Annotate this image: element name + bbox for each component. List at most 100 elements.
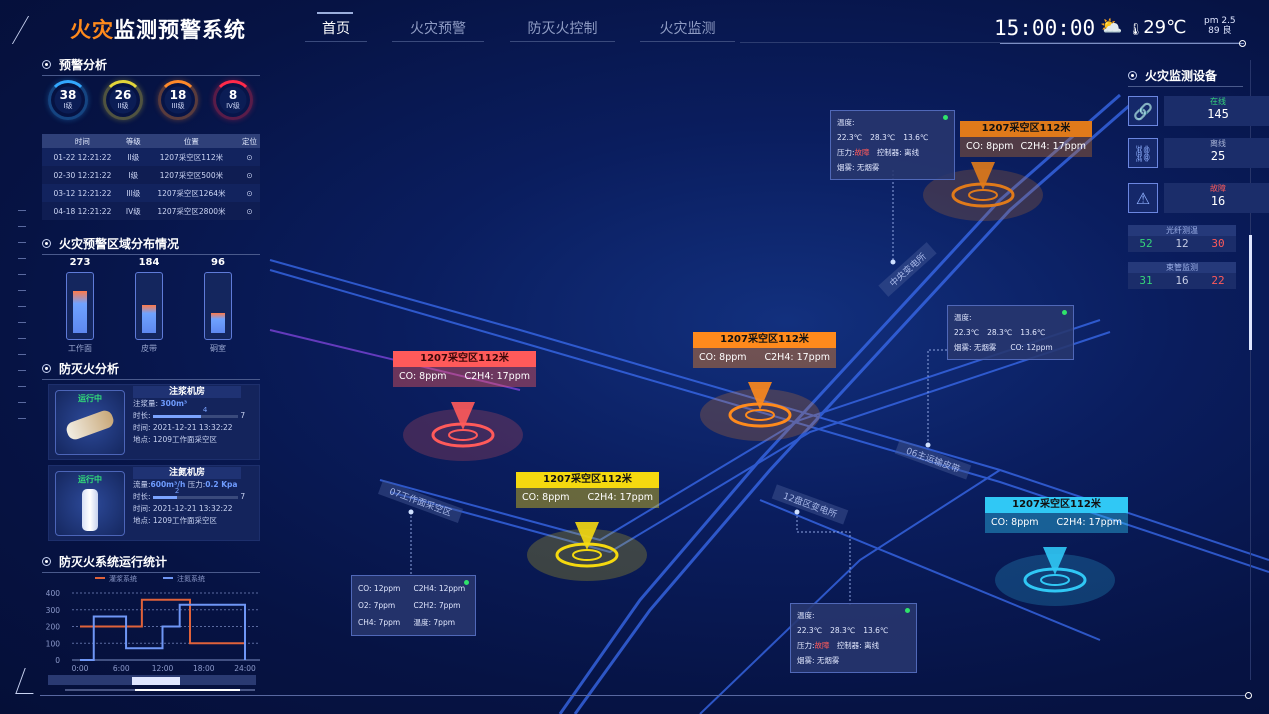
nitrogen-room-card[interactable]: 运行中 注氮机房 流量:600m³/h 压力:0.2 Kpa 时长: 2 7 时… [48, 465, 260, 541]
c2h4-value: C2H4: 12ppm [413, 584, 466, 593]
temp-value: 28.3℃ [870, 133, 896, 142]
online-indicator [943, 115, 948, 120]
temperature: 🌡29℃ [1128, 17, 1186, 38]
section-title: 火灾预警区域分布情况 [59, 237, 180, 251]
smoke-status: 烟雾: 无烟雾 [837, 163, 880, 172]
chart-zoom-handle[interactable] [132, 677, 180, 685]
gauge-value: 38 [59, 88, 77, 102]
online-indicator [464, 580, 469, 585]
locate-pin-icon[interactable]: ⊙ [239, 148, 260, 166]
co-value: CO: 12ppm [358, 584, 401, 593]
title-highlight: 火灾 [70, 18, 114, 42]
grouting-room-card[interactable]: 运行中 注浆机房 注浆量: 300m³ 时长: 4 7 时间: 2021-12-… [48, 384, 260, 460]
level-cell: I级 [122, 166, 144, 184]
label: 时长: [133, 411, 151, 420]
gauge-label: III级 [171, 102, 185, 110]
label: 注浆量: [133, 399, 159, 408]
bar-tube [135, 272, 163, 340]
branch-tunnel [379, 319, 1101, 542]
status-badge: 运行中 [78, 475, 102, 484]
tab-fire-control[interactable]: 防灭火控制 [510, 14, 615, 42]
legend-label: 注氮系统 [177, 574, 205, 583]
fire-location-pin-icon[interactable] [1043, 547, 1067, 575]
tab-home[interactable]: 首页 [305, 12, 367, 42]
locate-pin-icon[interactable]: ⊙ [239, 166, 260, 184]
place: 地点: 1209工作面采空区 [133, 516, 217, 525]
time-cell: 02-30 12:21:22 [42, 166, 123, 184]
level-cell: II级 [122, 148, 144, 166]
y-tick-label: 400 [46, 589, 61, 598]
fire-location-pin-icon[interactable] [748, 382, 772, 410]
main-tunnel [573, 103, 1131, 714]
y-tick-label: 300 [46, 606, 61, 615]
section-title: 防灭火分析 [59, 362, 120, 376]
co-value: CO: 8ppm [966, 141, 1014, 152]
device-value: 16 [1210, 194, 1226, 208]
online-indicator [1062, 310, 1067, 315]
device-label: 离线 [1210, 139, 1226, 148]
device-value: 25 [1210, 149, 1226, 163]
section-dot-icon [1128, 71, 1137, 80]
series-line-1 [80, 603, 246, 661]
bar-label: 硐室 [210, 344, 226, 353]
marker-halo [527, 529, 647, 581]
bar-fill [73, 291, 87, 333]
group-value: 52 [1139, 237, 1153, 250]
broken-link-icon: ⛓ [1128, 138, 1158, 168]
label: 时长: [133, 492, 151, 501]
time-cell: 03-12 12:21:22 [42, 184, 123, 202]
controller-status: 控制器: 离线 [836, 641, 880, 650]
duration-progress: 2 [152, 487, 238, 499]
tag-title: 1207采空区112米 [393, 351, 536, 367]
tab-fire-monitoring[interactable]: 火灾监测 [640, 14, 735, 42]
o2-value: O2: 7ppm [358, 601, 396, 610]
pm-label: pm 2.5 [1204, 16, 1236, 26]
gauge-label: IV级 [226, 102, 240, 110]
progress-max: 7 [240, 492, 246, 501]
branch-tunnel [759, 499, 1101, 641]
label: 压力: [837, 148, 855, 157]
fire-location-pin-icon[interactable] [451, 402, 475, 430]
locate-pin-icon[interactable]: ⊙ [239, 184, 260, 202]
locate-pin-icon[interactable]: ⊙ [239, 202, 260, 220]
right-scrollbar-track[interactable] [1250, 60, 1251, 680]
card-title: 注浆机房 [133, 386, 241, 398]
fire-location-pin-icon[interactable] [971, 162, 995, 190]
tag-title: 1207采空区112米 [693, 332, 836, 348]
label: 温度: [954, 313, 972, 322]
temperature-value: 29℃ [1143, 17, 1187, 38]
c2h4-value: C2H4: 17ppm [464, 371, 531, 382]
time-cell: 04-18 12:21:22 [42, 202, 123, 220]
tab-fire-warning[interactable]: 火灾预警 [392, 14, 484, 42]
smoke-status: 烟雾: 无烟雾 [954, 343, 997, 352]
right-scrollbar-thumb[interactable] [1249, 235, 1252, 350]
footer-end-dot [1245, 692, 1252, 699]
grouting-pipe-image: 运行中 [55, 390, 125, 455]
section-stats-header: 防灭火系统运行统计 [42, 553, 260, 573]
bar-value: 273 [69, 257, 91, 268]
fire-location-pin-icon[interactable] [575, 522, 599, 550]
